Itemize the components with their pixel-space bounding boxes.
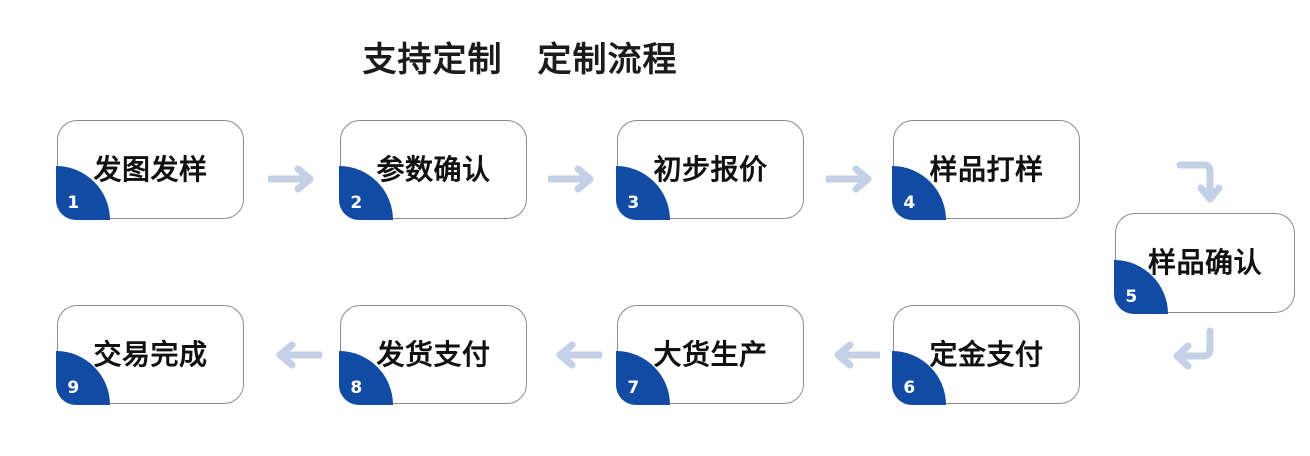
arrow-8-to-9: [268, 338, 322, 372]
step-number-6: 6: [903, 377, 916, 398]
step-label-9: 交易完成: [93, 337, 208, 371]
step-label-1: 发图发样: [93, 152, 208, 186]
arrow-6-to-7: [826, 338, 880, 372]
step-number-1: 1: [67, 192, 80, 213]
step-label-3: 初步报价: [653, 152, 768, 186]
step-number-8: 8: [350, 377, 363, 398]
page-title: 支持定制 定制流程: [362, 40, 678, 80]
step-box-8[interactable]: 发货支付 8: [339, 305, 527, 405]
step-number-7: 7: [627, 377, 640, 398]
arrow-right-icon: [268, 165, 314, 193]
step-number-3: 3: [627, 192, 640, 213]
arrow-2-to-3: [548, 162, 602, 196]
step-label-4: 样品打样: [929, 152, 1044, 186]
step-box-4[interactable]: 样品打样 4: [892, 120, 1080, 220]
step-number-4: 4: [903, 192, 916, 213]
step-label-7: 大货生产: [653, 337, 768, 371]
step-label-8: 发货支付: [376, 337, 491, 371]
arrow-1-to-2: [268, 162, 322, 196]
arrow-left-icon: [276, 341, 322, 369]
arrow-4-to-5: [1174, 155, 1226, 207]
arrow-right-icon: [548, 165, 594, 193]
step-number-5: 5: [1125, 286, 1138, 307]
step-badge-7: 7: [616, 350, 671, 405]
step-number-9: 9: [67, 377, 80, 398]
arrow-left-icon: [556, 341, 602, 369]
step-box-1[interactable]: 发图发样 1: [56, 120, 244, 220]
arrow-right-icon: [826, 165, 872, 193]
arrow-3-to-4: [826, 162, 880, 196]
step-box-2[interactable]: 参数确认 2: [339, 120, 527, 220]
step-box-5[interactable]: 样品确认 5: [1114, 213, 1295, 314]
step-box-6[interactable]: 定金支付 6: [892, 305, 1080, 405]
arrow-7-to-8: [548, 338, 602, 372]
step-box-7[interactable]: 大货生产 7: [616, 305, 804, 405]
step-label-2: 参数确认: [376, 152, 491, 186]
step-label-5: 样品确认: [1147, 246, 1262, 279]
arrow-turn-left-icon: [1173, 327, 1214, 370]
arrow-left-icon: [834, 341, 880, 369]
step-number-2: 2: [350, 192, 363, 213]
arrow-5-to-6: [1168, 325, 1220, 377]
step-box-9[interactable]: 交易完成 9: [56, 305, 244, 405]
step-box-3[interactable]: 初步报价 3: [616, 120, 804, 220]
step-label-6: 定金支付: [929, 337, 1044, 371]
arrow-turn-down-icon: [1176, 161, 1223, 203]
